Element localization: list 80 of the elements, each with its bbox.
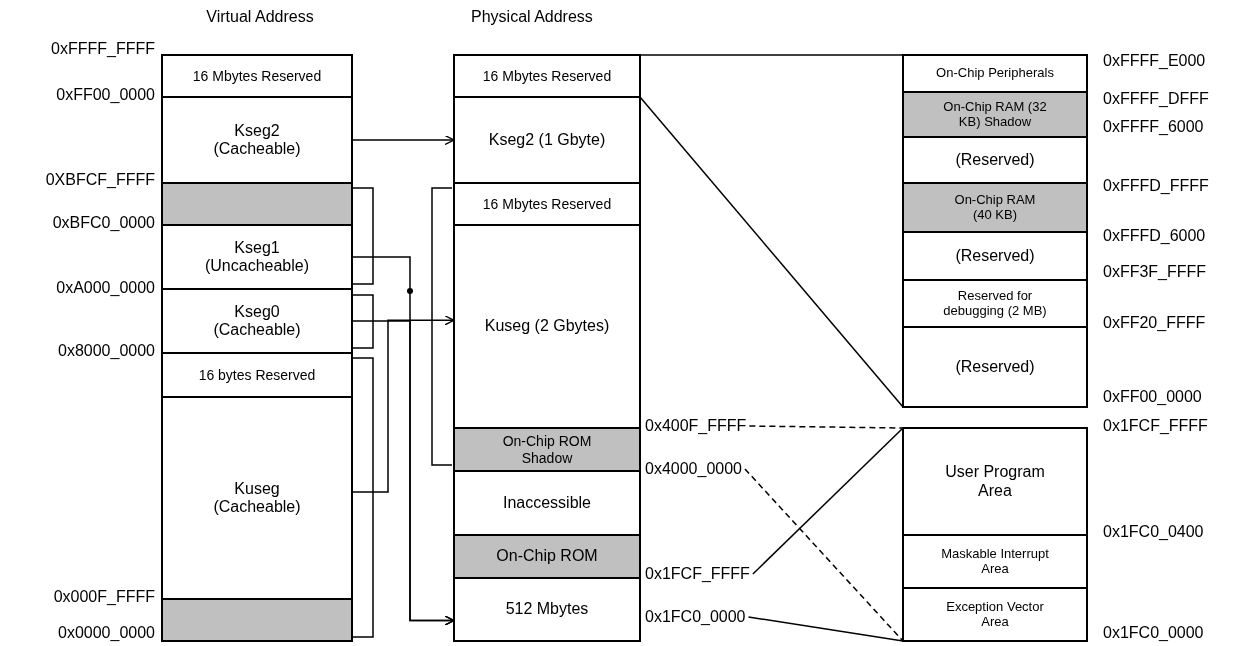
region-label: On-Chip ROM bbox=[496, 547, 598, 566]
address-label: 0x1FCF_FFFF bbox=[1103, 417, 1208, 435]
column-heading: Physical Address bbox=[471, 8, 593, 26]
memory-region-box bbox=[161, 54, 353, 98]
memory-region-box bbox=[161, 288, 353, 354]
region-label: Kseg2 (1 Gbyte) bbox=[488, 130, 606, 150]
memory-region-box bbox=[453, 577, 641, 642]
memory-region-box bbox=[902, 91, 1088, 138]
address-label: 0x400F_FFFF bbox=[645, 417, 747, 435]
memory-region-box bbox=[902, 427, 1088, 536]
shaded-memory-region-box bbox=[161, 182, 353, 226]
shaded-memory-region-box bbox=[161, 598, 353, 642]
region-label: 16 Mbytes Reserved bbox=[192, 67, 322, 85]
region-label: Kuseg (2 Gbytes) bbox=[484, 317, 610, 336]
dashed-leader-line bbox=[744, 468, 904, 642]
address-label: 0x4000_0000 bbox=[645, 460, 742, 478]
address-label: 0XBFCF_FFFF bbox=[45, 171, 155, 189]
region-label: (Reserved) bbox=[955, 150, 1035, 170]
memory-region-box bbox=[453, 54, 641, 98]
region-label: On-Chip RAM (32 KB) Shadow bbox=[942, 99, 1048, 130]
address-label: 0x1FC0_0000 bbox=[1103, 624, 1204, 642]
region-label: 512 Mbytes bbox=[505, 600, 589, 619]
memory-region-box bbox=[902, 136, 1088, 184]
column-heading: Virtual Address bbox=[206, 8, 314, 26]
memory-region-box bbox=[902, 279, 1088, 328]
address-label: 0xFF20_FFFF bbox=[1103, 314, 1206, 332]
memory-region-box bbox=[453, 96, 641, 184]
region-label: Reserved for debugging (2 MB) bbox=[942, 288, 1048, 319]
address-label: 0xFFFD_6000 bbox=[1103, 227, 1206, 245]
region-label: On-Chip RAM (40 KB) bbox=[953, 192, 1037, 223]
region-label: Inaccessible bbox=[502, 493, 591, 513]
dashed-leader-line bbox=[748, 425, 904, 429]
address-label: 0x000F_FFFF bbox=[53, 588, 155, 606]
region-label: (Reserved) bbox=[955, 246, 1035, 266]
address-label: 0xFF00_0000 bbox=[56, 86, 155, 104]
address-label: 0xFF3F_FFFF bbox=[1103, 263, 1207, 281]
memory-region-box bbox=[902, 54, 1088, 93]
region-label: Maskable Interrupt Area bbox=[940, 546, 1050, 577]
leader-line bbox=[752, 427, 904, 575]
memory-region-box bbox=[453, 224, 641, 429]
region-label: 16 bytes Reserved bbox=[198, 366, 316, 384]
address-label: 0x1FC0_0400 bbox=[1103, 523, 1204, 541]
region-label: Exception Vector Area bbox=[945, 599, 1045, 630]
address-label: 0xFFFF_6000 bbox=[1103, 118, 1204, 136]
memory-region-box bbox=[453, 182, 641, 226]
memory-region-box bbox=[453, 470, 641, 536]
memory-region-box bbox=[902, 534, 1088, 589]
memory-region-box bbox=[453, 534, 641, 579]
region-label: Kseg1 (Uncacheable) bbox=[203, 238, 311, 276]
memory-region-box bbox=[161, 396, 353, 600]
region-label: Kseg0 (Cacheable) bbox=[212, 302, 302, 340]
leader-line bbox=[639, 54, 904, 56]
memory-region-box bbox=[902, 587, 1088, 642]
address-label: 0xFFFF_E000 bbox=[1103, 52, 1206, 70]
address-label: 0x1FC0_0000 bbox=[645, 608, 746, 626]
region-label: 16 Mbytes Reserved bbox=[482, 195, 612, 213]
address-label: 0xFFFF_FFFF bbox=[51, 40, 155, 58]
memory-region-box bbox=[453, 427, 641, 472]
memory-region-box bbox=[161, 224, 353, 290]
address-label: 0xFFFF_DFFF bbox=[1103, 90, 1209, 108]
region-label: 16 Mbytes Reserved bbox=[482, 67, 612, 85]
memory-region-box bbox=[902, 231, 1088, 281]
region-label: Kuseg (Cacheable) bbox=[212, 479, 302, 517]
address-label: 0xA000_0000 bbox=[56, 279, 155, 297]
address-label: 0x0000_0000 bbox=[58, 624, 155, 642]
region-label: User Program Area bbox=[944, 463, 1046, 500]
memory-region-box bbox=[161, 96, 353, 184]
memory-region-box bbox=[161, 352, 353, 398]
memory-region-box bbox=[902, 182, 1088, 233]
address-label: 0xFF00_0000 bbox=[1103, 388, 1202, 406]
region-label: Kseg2 (Cacheable) bbox=[212, 121, 302, 159]
memory-region-box bbox=[902, 326, 1088, 408]
region-label: On-Chip Peripherals bbox=[936, 66, 1054, 81]
region-label: (Reserved) bbox=[955, 357, 1035, 377]
address-label: 0x8000_0000 bbox=[58, 342, 155, 360]
address-label: 0xBFC0_0000 bbox=[52, 214, 155, 232]
leader-line bbox=[747, 616, 904, 642]
address-label: 0x1FCF_FFFF bbox=[645, 565, 750, 583]
region-label: On-Chip ROM Shadow bbox=[501, 433, 593, 466]
address-label: 0xFFFD_FFFF bbox=[1103, 177, 1209, 195]
